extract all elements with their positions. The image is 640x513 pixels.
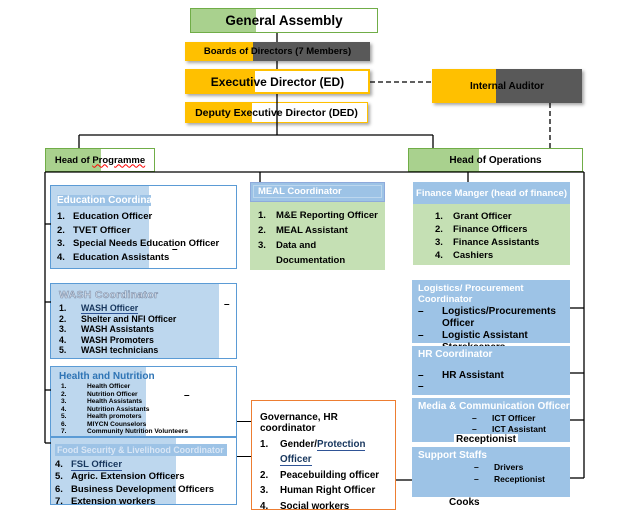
list-item: 5.Agric. Extension Officers	[55, 471, 185, 483]
wash-title: WASH Coordinator	[59, 289, 159, 302]
stray-dash: –	[224, 299, 230, 310]
list-item: 2.Peacebuilding officer	[260, 469, 380, 481]
hr-title: HR Coordinator	[418, 349, 493, 360]
list-item: 4.FSL Officer	[55, 459, 123, 471]
internal-auditor-box: Internal Auditor	[432, 69, 582, 103]
list-item: 2.Nutrition Officer	[61, 390, 138, 398]
list-item: 3.Finance Assistants	[435, 237, 540, 248]
support-staffs-box: Support Staffs –Drivers –Receptionist	[412, 447, 570, 497]
list-item: 2.MEAL Assistant	[258, 225, 348, 236]
governance-title: Governance, HR coordinator	[260, 412, 338, 434]
media-title: Media & Communication Officer	[418, 401, 570, 412]
meal-coordinator-header: MEAL Coordinator	[250, 182, 385, 202]
finance-manager-header: Finance Manger (head of finance)	[413, 182, 570, 204]
list-item: 6.Business Development Officers	[55, 483, 215, 495]
list-item: 3.Data and Documentation	[258, 240, 346, 266]
logistics-title: Logistics/ Procurement Coordinator	[418, 283, 524, 305]
list-item: 2.Shelter and NFI Officer	[59, 313, 177, 324]
wash-coordinator-box: WASH Coordinator 1.WASH Officer 2.Shelte…	[50, 283, 237, 359]
media-receptionist: Receptionist	[454, 434, 519, 445]
list-item: 1.Gender/Protection Officer	[260, 439, 366, 467]
list-item: –	[418, 381, 424, 392]
education-title: Education Coordinator	[57, 195, 166, 206]
food-security-title: Food Security & Livelihood Coordinator	[55, 444, 227, 456]
list-item: 4.WASH Promoters	[59, 334, 154, 345]
list-item: –Logistics/Procurements Officer	[418, 306, 556, 329]
general-assembly-box: General Assembly	[190, 8, 378, 33]
list-item: 5.WASH technicians	[59, 345, 159, 356]
internal-auditor-label: Internal Auditor	[469, 80, 545, 92]
meal-coordinator-box: 1.M&E Reporting Officer 2.MEAL Assistant…	[250, 202, 385, 270]
list-item: 3.Health Assistants	[61, 398, 143, 405]
support-title: Support Staffs	[418, 450, 487, 461]
head-of-operations-box: Head of Operations	[408, 148, 583, 172]
list-item: 1.WASH Officer	[59, 303, 139, 314]
finance-title: Finance Manger (head of finance)	[416, 187, 567, 199]
boards-label: Boards of Directors (7 Members)	[203, 46, 352, 57]
head-of-operations-label: Head of Operations	[449, 154, 542, 166]
underlined-item: FSL Officer	[71, 459, 123, 471]
list-item: 1.Health Officer	[61, 383, 131, 390]
list-item: 1.Education Officer	[57, 211, 153, 222]
list-item: 2.TVET Officer	[57, 224, 131, 236]
health-title: Health and Nutrition	[59, 371, 155, 382]
cooks-label: Cooks	[449, 497, 480, 508]
executive-director-box: Executive Director (ED)	[185, 69, 370, 94]
head-of-programme-label: Head of Programme	[54, 154, 146, 166]
media-communication-box: Media & Communication Officer –ICT Offic…	[412, 398, 570, 445]
list-item: –HR Assistant	[418, 370, 504, 381]
list-item: –ICT Officer	[472, 413, 536, 423]
list-item: –Logistic Assistant	[418, 330, 528, 341]
list-item: –ICT Assistant	[472, 423, 547, 434]
list-item: 3.WASH Assistants	[59, 324, 154, 335]
underlined-item: WASH Officer	[81, 303, 139, 314]
list-item: 7.Community Nutrition Volunteers	[61, 428, 188, 435]
meal-title: MEAL Coordinator	[253, 185, 382, 198]
underlined-item: Protection Officer	[280, 439, 366, 467]
list-item: 7.Extension workers	[55, 496, 156, 508]
list-item: 4.Cashiers	[435, 250, 494, 261]
misspelled-word: Programme	[92, 154, 146, 166]
list-item: 4.Nutrition Assistants	[61, 405, 150, 413]
list-item: 4.Education Assistants	[57, 251, 170, 263]
deputy-director-box: Deputy Executive Director (DED)	[185, 102, 368, 123]
deputy-director-label: Deputy Executive Director (DED)	[195, 106, 358, 119]
logistics-coordinator-box: Logistics/ Procurement Coordinator –Logi…	[412, 280, 570, 353]
list-item: –Drivers	[474, 462, 524, 472]
list-item: 6.MIYCN Counselors	[61, 420, 147, 428]
health-nutrition-box: Health and Nutrition 1.Health Officer 2.…	[50, 366, 237, 437]
list-item: –Receptionist	[474, 473, 546, 484]
head-of-programme-box: Head of Programme	[45, 148, 155, 172]
list-item: 2.Finance Officers	[435, 224, 528, 235]
finance-manager-box: 1.Grant Officer 2.Finance Officers 3.Fin…	[413, 204, 570, 265]
food-security-box: Food Security & Livelihood Coordinator 4…	[50, 437, 237, 508]
stray-dash: –	[184, 390, 190, 401]
stray-dash: –	[172, 244, 178, 255]
list-item: 3.Special Needs Education Officer	[57, 238, 220, 249]
list-item: 4.Social workers	[260, 500, 350, 512]
education-coordinator-box: Education Coordinator 1.Education Office…	[50, 185, 237, 269]
executive-director-label: Executive Director (ED)	[210, 74, 345, 89]
list-item: 3.Human Right Officer	[260, 485, 376, 497]
general-assembly-label: General Assembly	[225, 13, 343, 28]
list-item: 1.M&E Reporting Officer	[258, 210, 378, 221]
governance-box: Governance, HR coordinator 1.Gender/Prot…	[251, 400, 396, 512]
list-item: 1.Grant Officer	[435, 211, 512, 222]
hr-coordinator-box: HR Coordinator –HR Assistant –	[412, 346, 570, 395]
boards-of-directors-box: Boards of Directors (7 Members)	[185, 42, 370, 61]
list-item: 5.Health promoters	[61, 413, 142, 420]
